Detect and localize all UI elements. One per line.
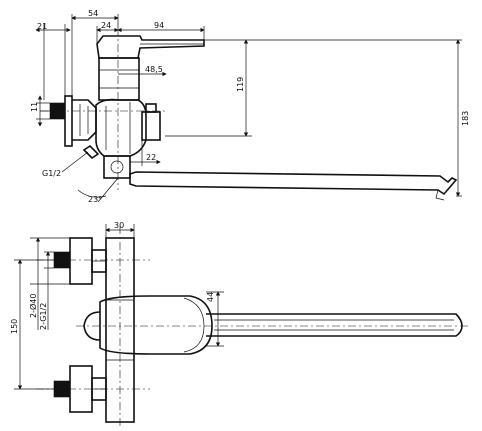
dim-2g12: 2-G1/2 <box>39 303 48 330</box>
dim-22: 22 <box>146 153 156 162</box>
dim-2phi40: 2-Ø40 <box>28 294 38 318</box>
dim-23-deg: 23° <box>88 195 102 204</box>
dim-54: 54 <box>88 9 98 18</box>
lever-handle <box>96 35 205 59</box>
wall-plate <box>64 95 73 147</box>
front-view: 30 44 2-Ø40 2-G1/2 150 <box>10 221 470 426</box>
central-body <box>99 295 213 355</box>
dim-g12: G1/2 <box>42 169 61 178</box>
dim-24: 24 <box>101 21 111 30</box>
cartridge-housing <box>98 57 140 101</box>
dim-21: 21 <box>37 22 47 31</box>
bottom-nut <box>82 144 100 160</box>
spout <box>129 171 458 196</box>
side-view: 21 54 24 94 48,5 119 183 11 <box>30 9 470 204</box>
dim-44: 44 <box>206 292 215 302</box>
dim-48-5: 48,5 <box>145 65 163 74</box>
mixer-body <box>95 98 147 157</box>
shower-outlet <box>103 155 131 179</box>
dim-11: 11 <box>30 102 39 112</box>
dim-183: 183 <box>461 111 470 126</box>
dim-94: 94 <box>154 21 164 30</box>
dim-30: 30 <box>114 221 124 230</box>
spout-tube <box>206 313 463 337</box>
diverter-knob <box>141 111 161 141</box>
dim-119: 119 <box>236 77 245 92</box>
upper-flange <box>69 237 93 285</box>
dim-150: 150 <box>10 319 19 334</box>
eccentric-connector <box>72 99 97 141</box>
